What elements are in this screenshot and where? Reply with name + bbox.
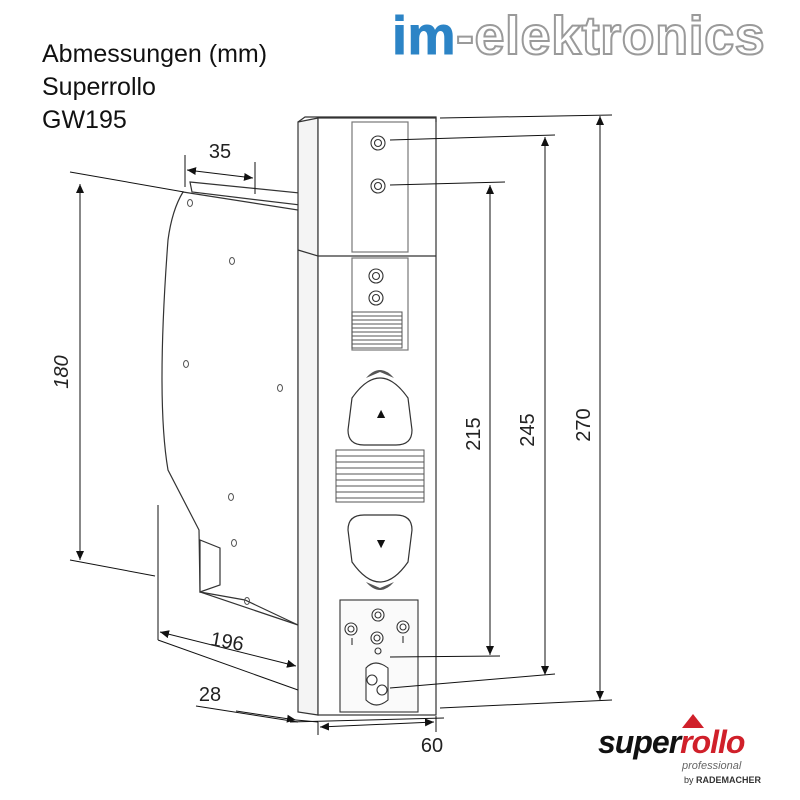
dimension-label-28: 28: [199, 684, 221, 706]
brand-prefix: im: [391, 6, 457, 67]
brand-suffix: -elektronics: [455, 5, 766, 67]
belt-slot: [351, 311, 403, 349]
side-housing: [161, 181, 301, 626]
up-button-shape: [347, 370, 413, 446]
diagram-title: Abmessungen (mm) Superrollo GW195: [42, 38, 267, 137]
dimension-label-35: 35: [209, 141, 231, 163]
dimension-label-245: 245: [517, 413, 539, 446]
logo-word-super: super: [598, 724, 681, 760]
indicator-leds: [368, 135, 386, 306]
superrollo-logo: superrollo professional by RADEMACHER: [598, 714, 761, 794]
logo-wordmark: superrollo: [598, 724, 745, 761]
control-plate: [339, 599, 419, 713]
logo-tagline: professional: [682, 760, 742, 772]
middle-grille: [335, 449, 425, 503]
dimension-label-196: 196: [209, 628, 246, 655]
title-line-product: Superrollo: [42, 73, 156, 101]
dimension-label-180: 180: [51, 355, 73, 388]
dimension-label-215: 215: [463, 417, 485, 450]
logo-by-company: RADEMACHER: [696, 775, 762, 785]
title-line-dimensions: Abmessungen (mm): [42, 40, 268, 68]
dimension-lines: [69, 114, 613, 735]
down-arrow-icon: ▼: [374, 535, 388, 551]
down-button-shape: [347, 514, 413, 590]
housing-mounting-holes: [183, 199, 283, 605]
up-arrow-icon: ▲: [374, 405, 388, 421]
logo-word-rollo: rollo: [680, 724, 745, 760]
logo-by-prefix: by: [684, 775, 694, 785]
logo-by-line: by RADEMACHER: [684, 775, 761, 785]
brand-logo-im-elektronics: im-elektronics: [391, 5, 766, 67]
dimension-label-60: 60: [421, 735, 443, 757]
title-line-model: GW195: [42, 106, 127, 134]
logo-arrow-icon: [682, 714, 704, 728]
dimension-label-270: 270: [573, 408, 595, 441]
